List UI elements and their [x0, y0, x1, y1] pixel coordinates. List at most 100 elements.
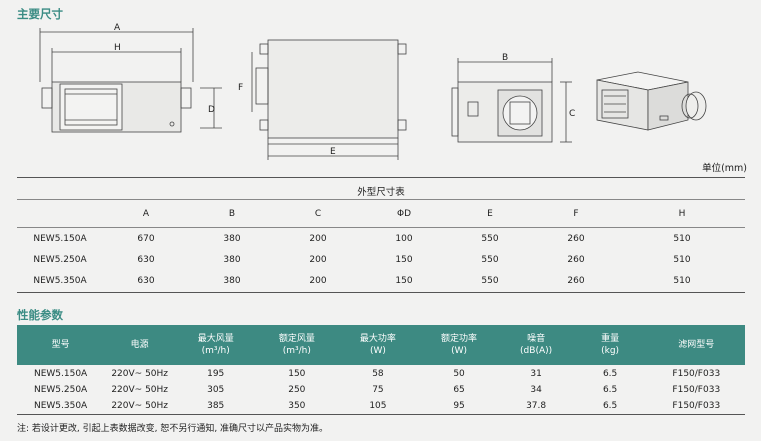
table-cell: 220V~ 50Hz	[111, 401, 169, 411]
table-cell: 6.5	[602, 401, 618, 411]
top-view-drawing	[251, 39, 407, 160]
performance-table: NEW5.150A 220V~ 50Hz 195 150 58 50 31 6.…	[17, 366, 745, 414]
perf-col-model: 型号	[51, 340, 70, 350]
table-cell: 200	[309, 233, 327, 244]
divider	[17, 292, 745, 293]
table-cell: 550	[481, 275, 499, 286]
label-a: A	[114, 23, 121, 33]
table-cell: NEW5.350A	[33, 401, 88, 411]
perf-col-rated-power: 额定功率(W)	[441, 334, 478, 356]
unit-label: 单位(mm)	[702, 163, 747, 174]
isometric-drawing	[596, 71, 707, 131]
label-d: D	[208, 105, 215, 115]
dim-col-h: H	[678, 208, 686, 219]
table-cell: NEW5.150A	[33, 233, 87, 244]
label-e: E	[330, 147, 336, 157]
table-cell: 31	[530, 369, 542, 379]
table-row: NEW5.350A 630 380 200 150 550 260 510	[17, 270, 745, 291]
table-cell: 65	[453, 385, 465, 395]
perf-col-power-supply: 电源	[130, 340, 149, 350]
table-cell: NEW5.150A	[33, 369, 88, 379]
table-cell: NEW5.250A	[33, 385, 88, 395]
label-c: C	[569, 109, 575, 119]
table-cell: 670	[137, 233, 155, 244]
table-cell: 380	[223, 254, 241, 265]
table-cell: 380	[223, 275, 241, 286]
table-row: NEW5.250A 220V~ 50Hz 305 250 75 65 34 6.…	[17, 382, 745, 398]
dimension-table: NEW5.150A 670 380 200 100 550 260 510 NE…	[17, 228, 745, 291]
table-row: NEW5.150A 220V~ 50Hz 195 150 58 50 31 6.…	[17, 366, 745, 382]
table-cell: 150	[395, 254, 413, 265]
table-cell: 260	[567, 254, 585, 265]
perf-col-filter-model: 滤网型号	[678, 340, 715, 350]
table-cell: 200	[309, 254, 327, 265]
table-cell: 58	[372, 369, 384, 379]
table-cell: 260	[567, 275, 585, 286]
perf-col-max-airflow: 最大风量(m³/h)	[197, 334, 234, 356]
table-cell: 510	[673, 275, 691, 286]
table-cell: 100	[395, 233, 413, 244]
table-cell: 550	[481, 233, 499, 244]
table-row: NEW5.250A 630 380 200 150 550 260 510	[17, 249, 745, 270]
table-cell: 150	[288, 369, 306, 379]
table-cell: 105	[369, 401, 387, 411]
divider	[17, 227, 745, 228]
dim-col-d: ΦD	[396, 208, 411, 219]
table-row: NEW5.150A 670 380 200 100 550 260 510	[17, 228, 745, 249]
table-row: NEW5.350A 220V~ 50Hz 385 350 105 95 37.8…	[17, 398, 745, 414]
technical-drawings: A H D F E B C	[39, 23, 707, 160]
divider	[17, 414, 745, 415]
table-cell: F150/F033	[672, 369, 721, 379]
table-cell: 250	[288, 385, 306, 395]
dimensions-heading: 主要尺寸	[17, 7, 63, 21]
front-view-drawing	[39, 28, 222, 133]
perf-col-weight: 重量(kg)	[601, 334, 620, 356]
table-cell: 37.8	[526, 401, 547, 411]
perf-col-noise: 噪音(dB(A))	[520, 334, 553, 356]
table-cell: 550	[481, 254, 499, 265]
table-cell: F150/F033	[672, 385, 721, 395]
side-view-drawing	[451, 58, 572, 143]
table-cell: 150	[395, 275, 413, 286]
table-cell: 195	[207, 369, 225, 379]
footnote: 注: 若设计更改, 引起上表数据改变, 恕不另行通知, 准确尺寸以产品实物为准。	[17, 424, 329, 434]
table-cell: 510	[673, 254, 691, 265]
dim-col-e: E	[487, 208, 493, 219]
dimension-table-title: 外型尺寸表	[357, 187, 405, 198]
dim-col-a: A	[142, 208, 150, 219]
dim-col-c: C	[314, 208, 322, 219]
table-cell: 75	[372, 385, 384, 395]
divider	[17, 177, 745, 178]
table-cell: 50	[453, 369, 465, 379]
table-cell: NEW5.350A	[33, 275, 87, 286]
label-f: F	[238, 83, 243, 93]
table-cell: 630	[137, 275, 155, 286]
perf-col-rated-airflow: 额定风量(m³/h)	[278, 334, 315, 356]
table-cell: 95	[453, 401, 465, 411]
table-cell: 200	[309, 275, 327, 286]
dim-col-f: F	[573, 208, 579, 219]
table-cell: 510	[673, 233, 691, 244]
table-cell: 380	[223, 233, 241, 244]
table-cell: F150/F033	[672, 401, 721, 411]
table-cell: 385	[207, 401, 225, 411]
dimension-table-header: A B C ΦD E F H	[17, 200, 745, 227]
perf-col-max-power: 最大功率(W)	[359, 334, 396, 356]
table-cell: 34	[530, 385, 542, 395]
table-cell: 350	[288, 401, 306, 411]
label-b: B	[502, 53, 508, 63]
performance-heading: 性能参数	[17, 308, 63, 322]
table-cell: 220V~ 50Hz	[111, 385, 169, 395]
dim-col-b: B	[228, 208, 236, 219]
table-cell: 220V~ 50Hz	[111, 369, 169, 379]
table-cell: 630	[137, 254, 155, 265]
label-h: H	[114, 43, 121, 53]
table-cell: 260	[567, 233, 585, 244]
performance-table-header: 型号 电源 最大风量(m³/h) 额定风量(m³/h) 最大功率(W) 额定功率…	[17, 325, 745, 365]
divider	[17, 199, 745, 200]
table-cell: 6.5	[602, 385, 618, 395]
table-cell: 305	[207, 385, 225, 395]
table-cell: NEW5.250A	[33, 254, 87, 265]
dim-col-model	[17, 200, 103, 227]
table-cell: 6.5	[602, 369, 618, 379]
